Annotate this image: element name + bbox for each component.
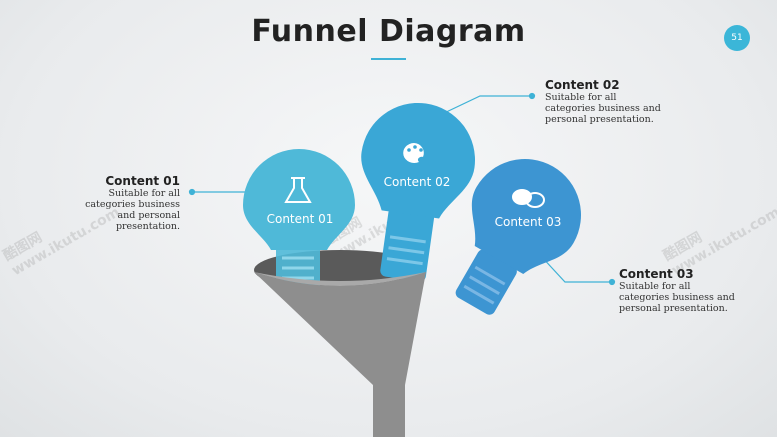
connector-03	[539, 254, 612, 283]
bulb-03	[455, 159, 581, 315]
bulb-01	[243, 149, 355, 290]
bulb-label-03: Content 03	[495, 215, 562, 229]
content-02-description: Content 02 Suitable for all categories b…	[545, 78, 661, 125]
funnel-body	[254, 272, 426, 437]
connector-dot	[528, 92, 536, 100]
connector-02	[439, 95, 532, 116]
bulb-label-01: Content 01	[267, 212, 334, 226]
page-title: Funnel Diagram	[251, 14, 526, 49]
title-underline	[371, 58, 406, 60]
bulb-label-02: Content 02	[384, 175, 451, 189]
content-03-description: Content 03 Suitable for all categories b…	[619, 267, 735, 314]
flask-icon	[284, 177, 312, 203]
content-01-description: Content 01 Suitable for all categories b…	[85, 174, 180, 232]
chat-bubbles-icon	[512, 189, 545, 208]
connector-dot	[608, 278, 616, 286]
page-number-badge: 51	[724, 25, 750, 51]
connector-dot	[188, 188, 196, 196]
palette-icon	[403, 143, 424, 163]
